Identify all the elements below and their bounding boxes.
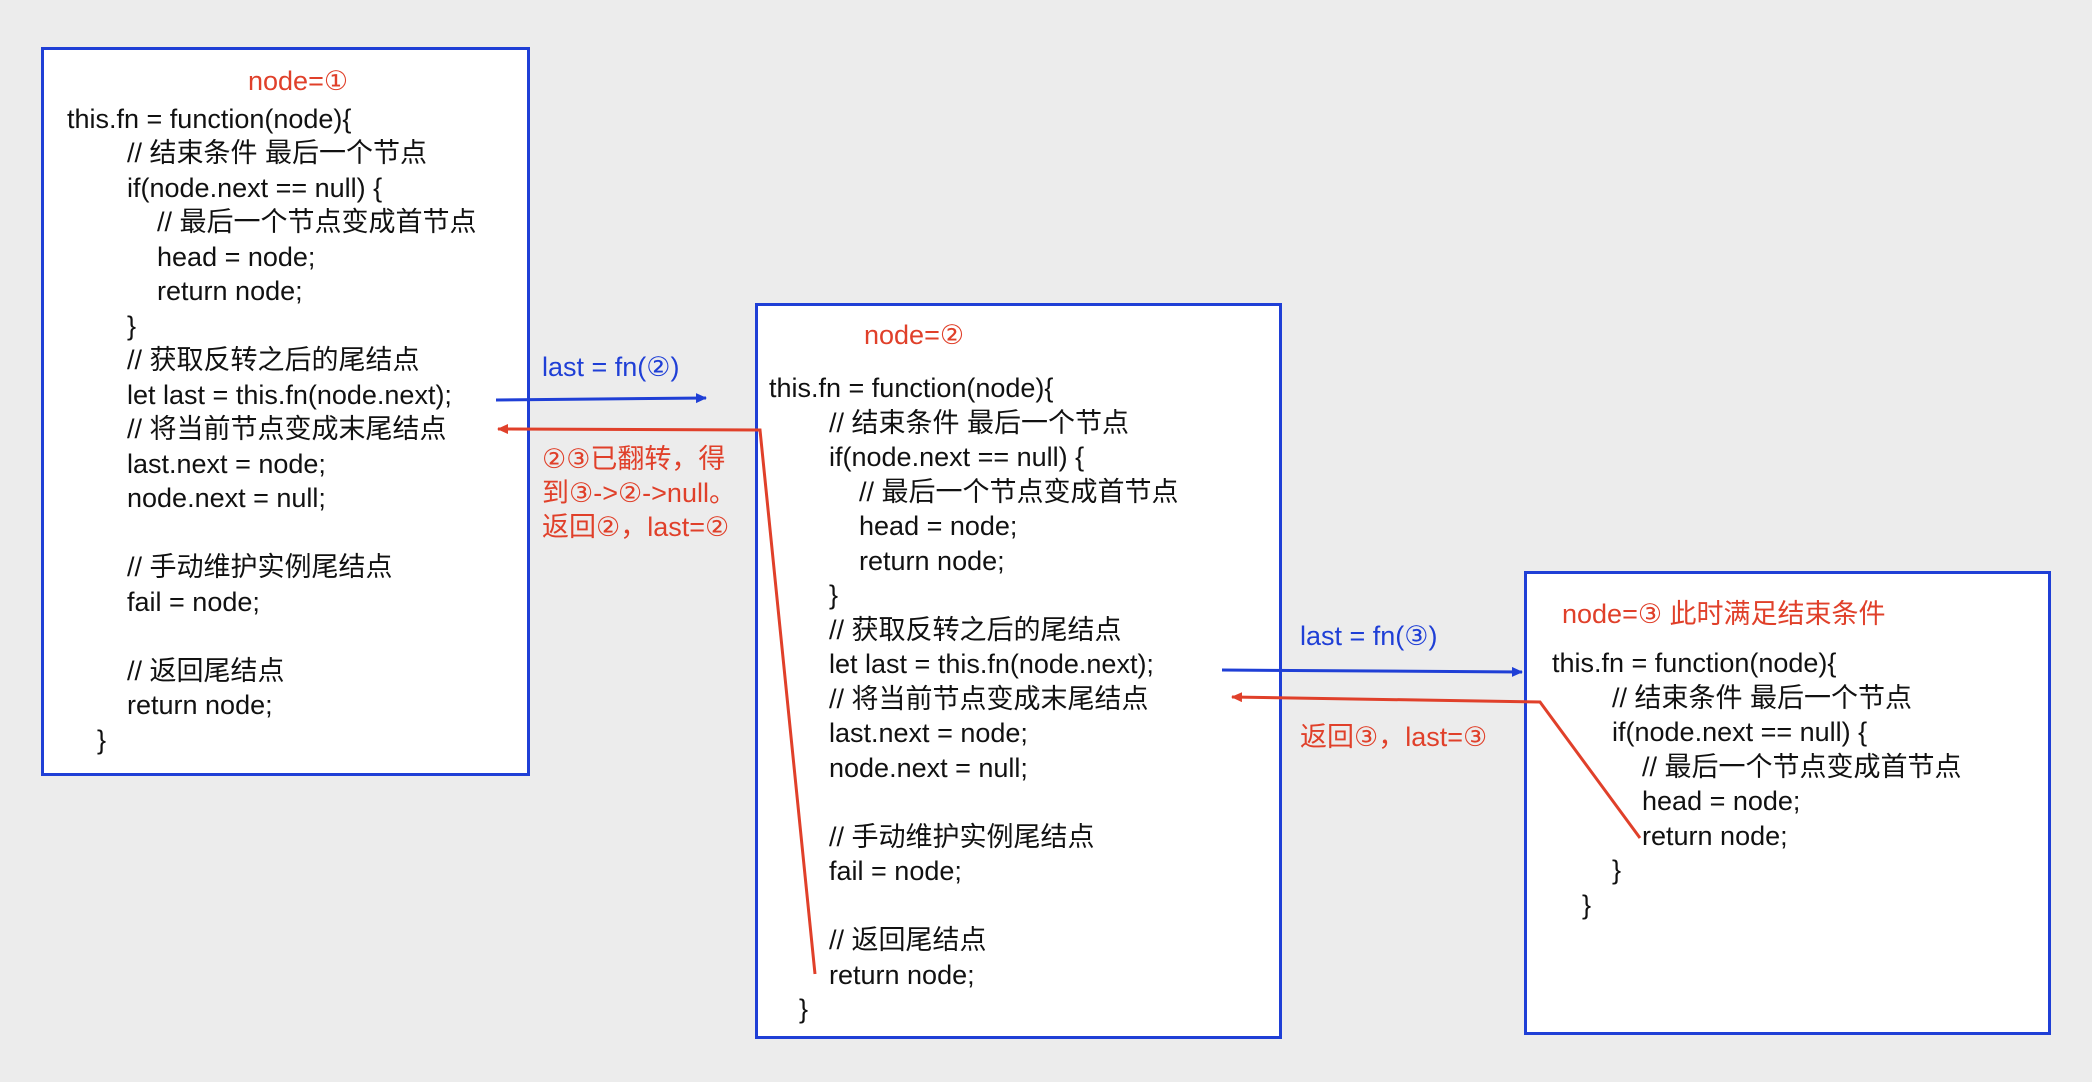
frame-node-3-title: node=③ 此时满足结束条件 <box>1562 599 1886 629</box>
code-line: return node; <box>67 276 303 306</box>
code-line: // 将当前节点变成末尾结点 <box>769 684 1149 714</box>
frame-node-3 <box>1524 571 2051 1035</box>
code-line: node.next = null; <box>769 753 1028 783</box>
code-line: // 手动维护实例尾结点 <box>769 822 1095 852</box>
code-line: last.next = node; <box>769 718 1028 748</box>
return-arrow-to-node-2 <box>1231 692 1642 839</box>
code-line: fail = node; <box>67 587 260 617</box>
code-line: // 结束条件 最后一个节点 <box>1552 683 1913 713</box>
code-line: // 手动维护实例尾结点 <box>67 552 393 582</box>
code-line: // 返回尾结点 <box>67 656 285 686</box>
code-line: head = node; <box>769 511 1018 541</box>
code-line: // 结束条件 最后一个节点 <box>769 408 1130 438</box>
code-line: return node; <box>1552 821 1788 851</box>
code-line: // 将当前节点变成末尾结点 <box>67 414 447 444</box>
code-line: } <box>769 994 809 1024</box>
code-line: // 获取反转之后的尾结点 <box>769 615 1122 645</box>
code-line: // 结束条件 最后一个节点 <box>67 138 428 168</box>
call-arrow-to-node-3 <box>1221 666 1523 677</box>
frame-node-2-title: node=② <box>864 320 965 350</box>
return-label-2-line2: 到③->②->null。 <box>542 478 736 508</box>
code-line: this.fn = function(node){ <box>67 104 352 134</box>
code-line: let last = this.fn(node.next); <box>769 649 1154 679</box>
code-line: // 最后一个节点变成首节点 <box>1552 752 1962 782</box>
frame-node-1 <box>41 47 530 776</box>
code-line: } <box>1552 890 1592 920</box>
return-label-2-line1: ②③已翻转，得 <box>542 444 726 474</box>
return-arrow-to-node-1 <box>497 424 817 975</box>
code-line: fail = node; <box>769 856 962 886</box>
code-line: return node; <box>67 690 273 720</box>
call-arrow-to-node-2 <box>495 393 707 404</box>
code-line: // 返回尾结点 <box>769 925 987 955</box>
code-line: head = node; <box>67 242 316 272</box>
code-line: } <box>67 311 137 341</box>
call-label-3: last = fn(③) <box>1300 621 1438 651</box>
code-line: // 最后一个节点变成首节点 <box>67 207 477 237</box>
frame-node-2 <box>755 303 1282 1039</box>
code-line: return node; <box>769 960 975 990</box>
code-line: if(node.next == null) { <box>67 173 383 203</box>
code-line: } <box>67 725 107 755</box>
code-line: // 获取反转之后的尾结点 <box>67 345 420 375</box>
code-line: } <box>1552 855 1622 885</box>
code-line: } <box>769 580 839 610</box>
return-label-2-line3: 返回②，last=② <box>542 512 730 542</box>
frame-node-1-title: node=① <box>248 66 349 96</box>
code-line: last.next = node; <box>67 449 326 479</box>
code-line: this.fn = function(node){ <box>1552 648 1837 678</box>
code-line: let last = this.fn(node.next); <box>67 380 452 410</box>
code-line: head = node; <box>1552 786 1801 816</box>
return-label-3: 返回③，last=③ <box>1300 722 1488 752</box>
code-line: node.next = null; <box>67 483 326 513</box>
code-line: return node; <box>769 546 1005 576</box>
code-line: if(node.next == null) { <box>1552 717 1868 747</box>
call-label-2: last = fn(②) <box>542 352 680 382</box>
code-line: this.fn = function(node){ <box>769 373 1054 403</box>
code-line: if(node.next == null) { <box>769 442 1085 472</box>
code-line: // 最后一个节点变成首节点 <box>769 477 1179 507</box>
